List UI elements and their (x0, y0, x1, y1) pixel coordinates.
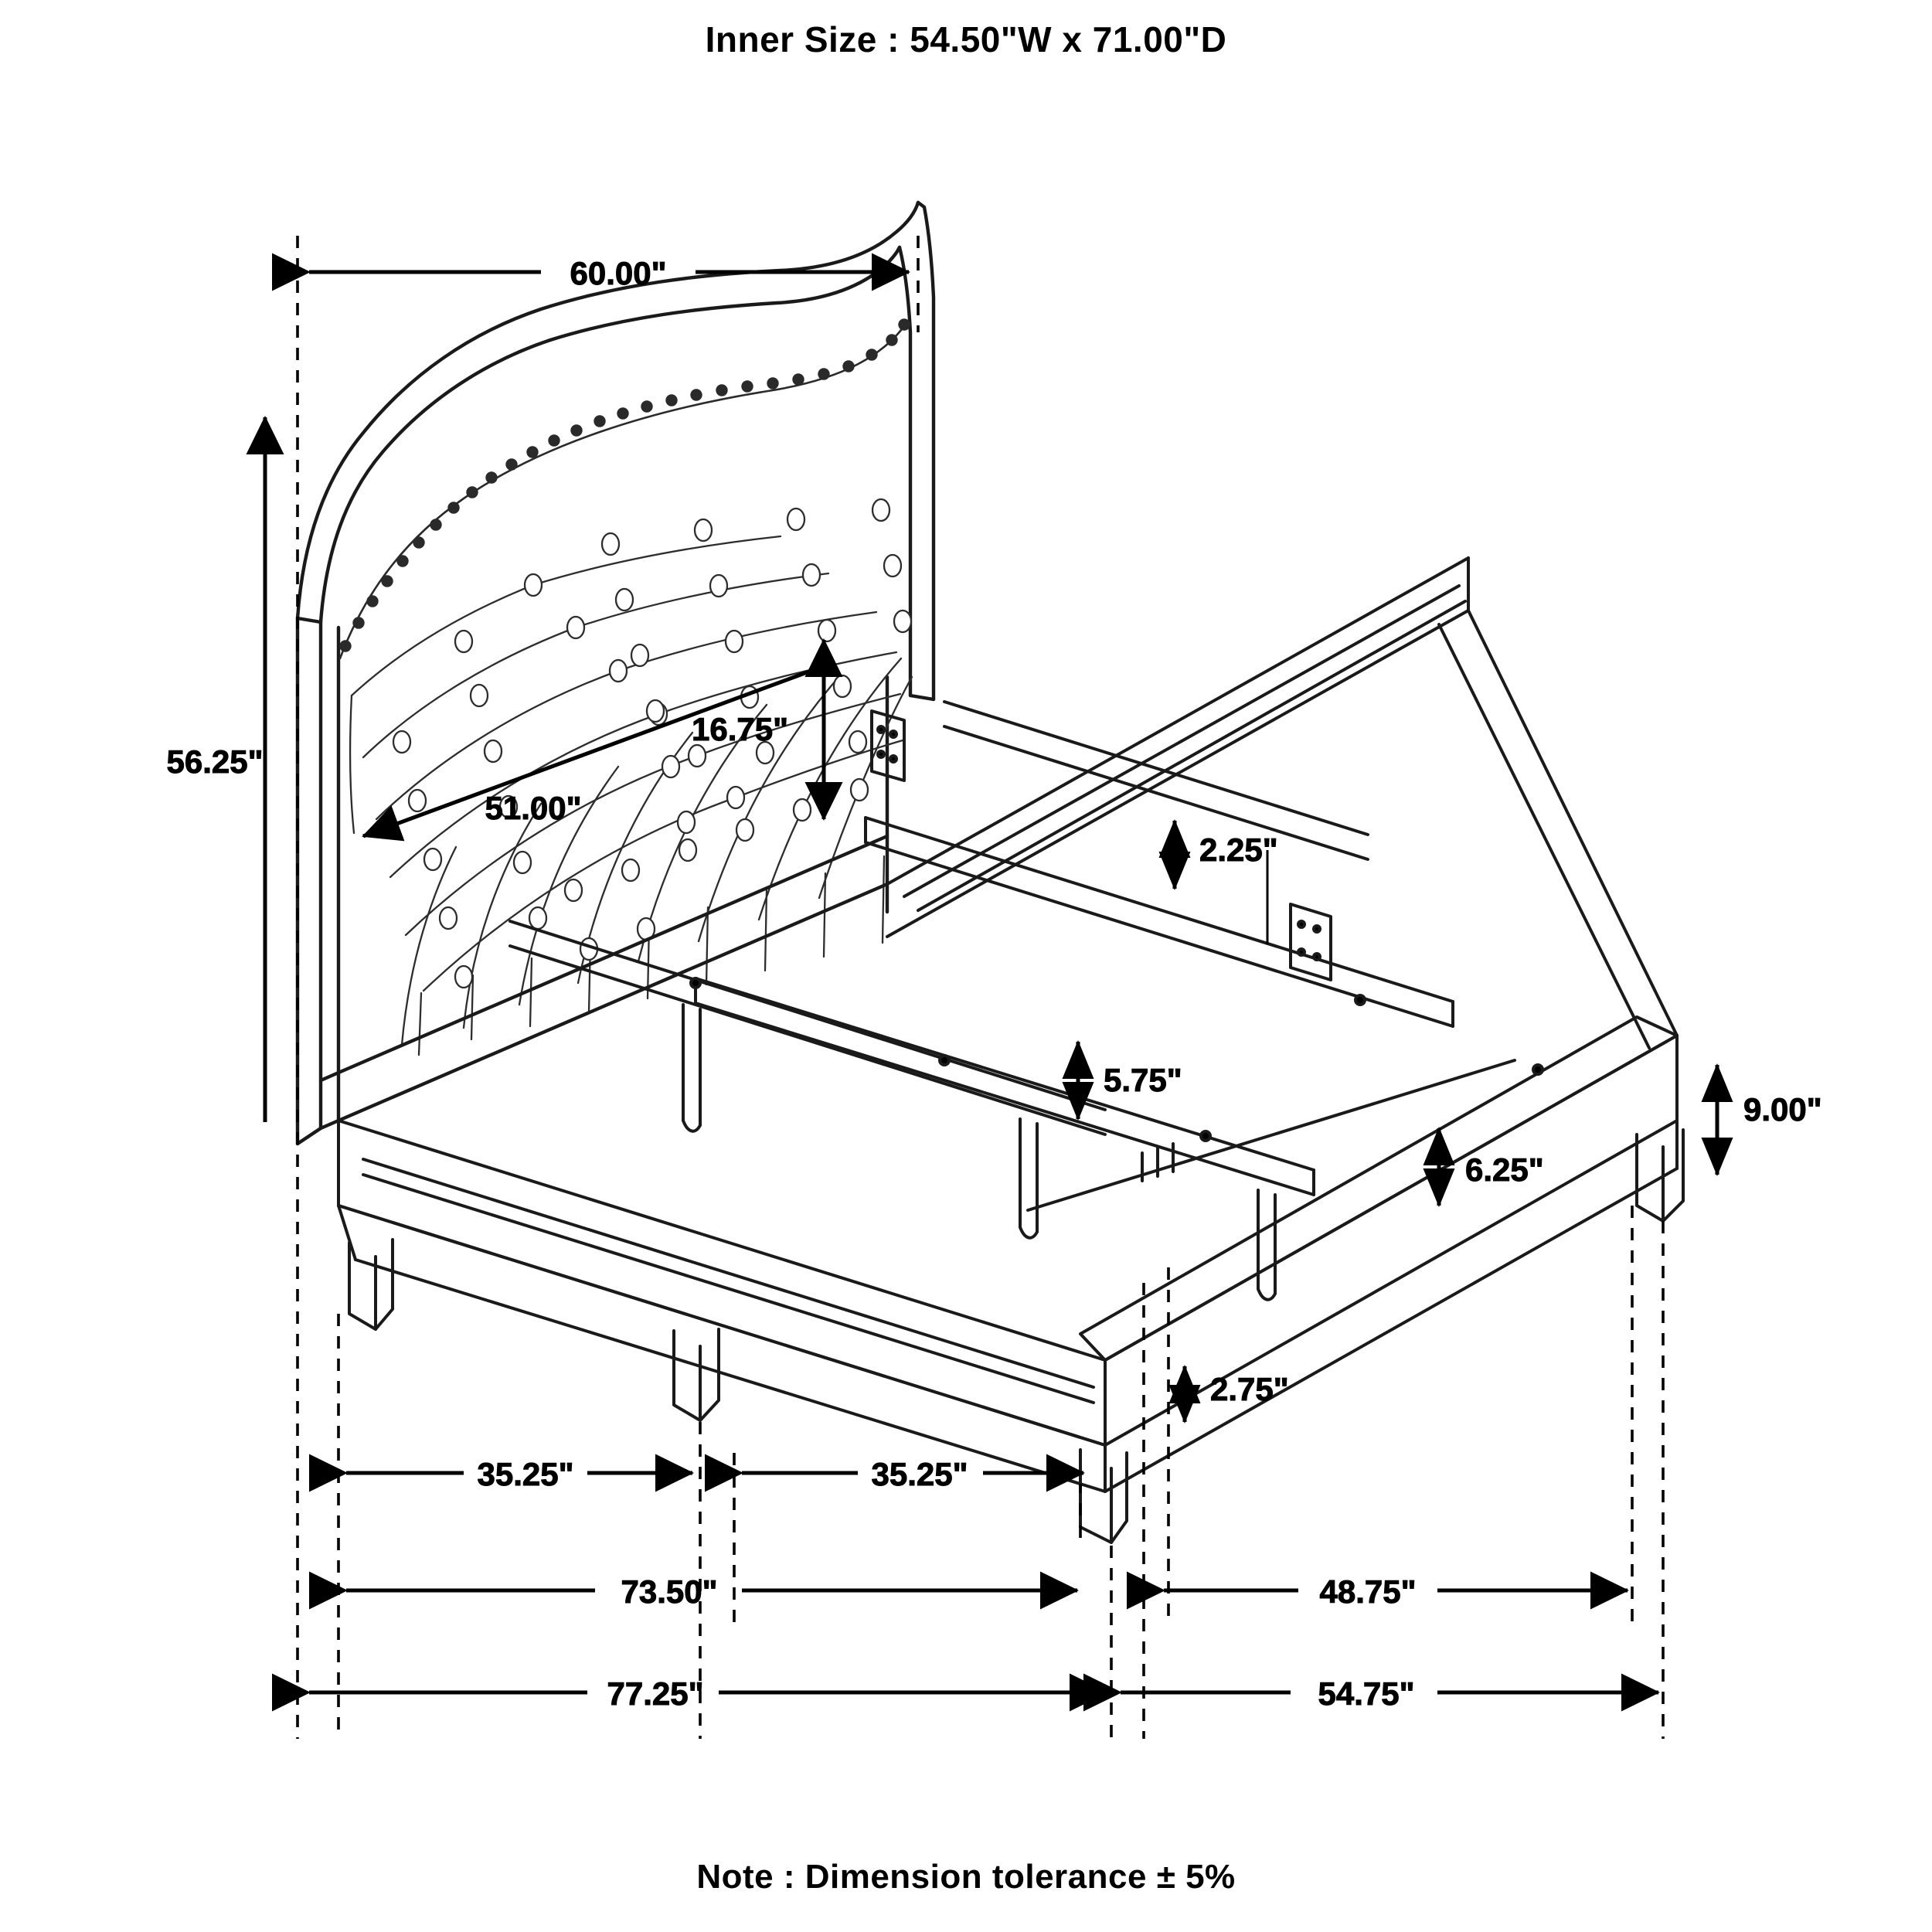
dimension-label-35-25-left: 35.25" (477, 1456, 573, 1492)
dimension-label-51-00: 51.00" (485, 790, 581, 826)
page-note: Note : Dimension tolerance ± 5% (696, 1858, 1236, 1896)
dimension-label-9-00: 9.00" (1743, 1091, 1822, 1128)
dimension-label-16-75: 16.75" (692, 711, 788, 747)
dimension-label-77-25: 77.25" (607, 1675, 703, 1712)
dimension-label-5-75: 5.75" (1104, 1062, 1182, 1098)
dimension-51-00 (362, 667, 816, 842)
dimension-label-2-25: 2.25" (1199, 832, 1278, 868)
dimension-label-73-50: 73.50" (621, 1573, 717, 1610)
dimension-label-35-25-right: 35.25" (871, 1456, 968, 1492)
dimension-label-6-25: 6.25" (1465, 1151, 1544, 1188)
page-title: Inner Size : 54.50"W x 71.00"D (705, 19, 1227, 60)
dimension-label-56-25: 56.25" (166, 743, 263, 780)
dimension-layer: 60.00" 56.25" 51.00" 16.75" 2.25" (166, 236, 1822, 1739)
tuft-buttons (392, 498, 913, 989)
bed-frame (337, 556, 1685, 1544)
dimension-label-2-75: 2.75" (1210, 1371, 1289, 1407)
extension-lines (296, 236, 1665, 1739)
headboard-outline (295, 200, 936, 1146)
headboard-bottom-rail (318, 834, 889, 1131)
nailhead-trim-path (338, 319, 910, 660)
dimension-label-48-75: 48.75" (1319, 1573, 1416, 1610)
bed-illustration (295, 200, 1685, 1544)
dimension-label-60-00: 60.00" (570, 255, 666, 291)
dimension-label-54-75: 54.75" (1318, 1675, 1414, 1712)
tufting-pattern (349, 535, 913, 1056)
